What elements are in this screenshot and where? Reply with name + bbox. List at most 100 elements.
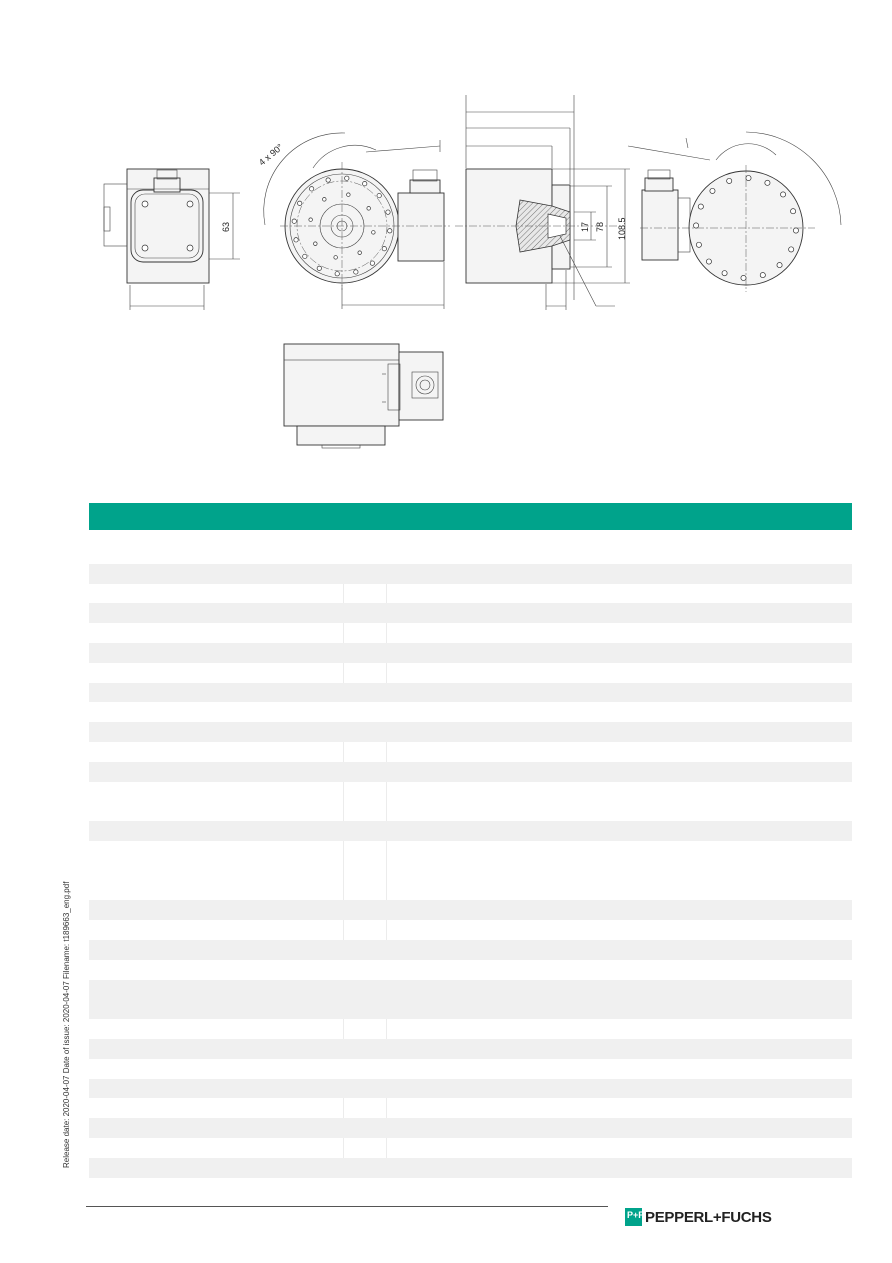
bolt-hole <box>362 181 368 187</box>
table-row <box>89 920 852 940</box>
bolt-hole <box>759 272 766 279</box>
technical-drawing: 63 4 x 90° <box>103 95 842 449</box>
table-cell <box>386 663 852 683</box>
bolt-hole <box>745 175 752 182</box>
table-cell <box>343 920 387 940</box>
table-cell <box>343 741 387 762</box>
table-cell <box>343 662 387 683</box>
table-cell <box>386 782 852 822</box>
table-row <box>89 741 852 762</box>
table-cell <box>89 841 343 900</box>
table-cell <box>343 583 387 604</box>
table-row <box>89 1157 852 1178</box>
table-row <box>89 821 852 841</box>
pepperl-fuchs-logo: P+F PEPPERL+FUCHS <box>625 1207 772 1227</box>
table-cell <box>89 663 343 683</box>
table-row <box>89 642 852 663</box>
bolt-hole <box>376 193 382 199</box>
table-cell <box>89 1138 343 1158</box>
table-cell <box>89 782 343 822</box>
table-row <box>89 662 852 683</box>
table-cell <box>89 1098 343 1118</box>
table-row <box>89 900 852 921</box>
table-row <box>89 682 852 703</box>
table-row <box>89 1038 852 1059</box>
bolt-hole <box>709 187 716 194</box>
table-row <box>89 1078 852 1099</box>
footer-rule <box>86 1206 608 1207</box>
bolt-hole <box>309 186 315 192</box>
bolt-hole <box>346 192 351 197</box>
dim-63-label: 63 <box>221 222 231 232</box>
bolt-hole <box>344 175 350 181</box>
table-cell <box>343 781 387 822</box>
bolt-hole <box>334 271 340 277</box>
table-row <box>89 544 852 564</box>
table-cell <box>386 1019 852 1039</box>
bolt-hole <box>788 246 795 253</box>
table-cell <box>343 1019 387 1039</box>
table-row <box>89 781 852 822</box>
bolt-hole <box>369 260 375 266</box>
table-cell <box>343 623 387 643</box>
bolt-hole <box>721 270 728 277</box>
bolt-hole <box>764 179 771 186</box>
bolt-hole <box>792 227 799 234</box>
table-row <box>89 761 852 782</box>
bolt-hole <box>695 241 702 248</box>
table-row <box>89 959 852 980</box>
logo-wordmark: PEPPERL+FUCHS <box>645 1208 772 1226</box>
logo-mark-icon: P+F <box>625 1208 644 1226</box>
bolt-hole <box>381 246 387 252</box>
table-row <box>89 840 852 901</box>
dim-4x90-label: 4 x 90° <box>257 142 285 168</box>
table-row <box>89 1019 852 1039</box>
table-cell <box>89 584 343 604</box>
table-header-band <box>89 503 852 530</box>
bolt-hole <box>308 217 313 222</box>
bolt-hole <box>697 203 704 210</box>
section-view: 17 78 108.5 <box>455 95 630 310</box>
bolt-hole <box>302 253 308 259</box>
table-cell <box>386 841 852 900</box>
bolt-hole <box>325 177 331 183</box>
table-row <box>89 603 852 624</box>
bolt-hole <box>693 222 700 229</box>
table-cell <box>386 1138 852 1158</box>
bolt-hole <box>357 250 362 255</box>
bottom-view <box>283 343 444 449</box>
bolt-hole <box>790 208 797 215</box>
specification-table <box>89 544 852 1178</box>
dim-78-label: 78 <box>595 222 605 232</box>
dim-17-label: 17 <box>580 222 590 232</box>
bolt-hole <box>291 218 297 224</box>
table-row <box>89 1058 852 1079</box>
table-cell <box>386 742 852 762</box>
table-row <box>89 623 852 643</box>
table-cell <box>386 623 852 643</box>
table-row <box>89 563 852 584</box>
bolt-hole <box>705 258 712 265</box>
front-view-flange: 4 x 90° <box>257 132 450 309</box>
table-cell <box>89 742 343 762</box>
release-info-text: Release date: 2020-04-07 Date of issue: … <box>62 881 71 1168</box>
bolt-hole <box>322 197 327 202</box>
table-row <box>89 1137 852 1158</box>
bolt-hole <box>776 262 783 269</box>
bolt-hole <box>780 191 787 198</box>
bolt-hole <box>353 269 359 275</box>
bolt-hole <box>333 255 338 260</box>
table-row <box>89 583 852 604</box>
table-row <box>89 939 852 960</box>
table-cell <box>343 1137 387 1158</box>
bolt-hole <box>371 230 376 235</box>
table-cell <box>89 623 343 643</box>
table-cell <box>386 920 852 940</box>
dim-108-5-label: 108.5 <box>617 217 627 240</box>
table-cell <box>343 1098 387 1119</box>
table-cell <box>89 920 343 940</box>
table-row <box>89 1098 852 1119</box>
bolt-hole <box>316 265 322 271</box>
table-cell <box>89 1019 343 1039</box>
table-cell <box>386 584 852 604</box>
